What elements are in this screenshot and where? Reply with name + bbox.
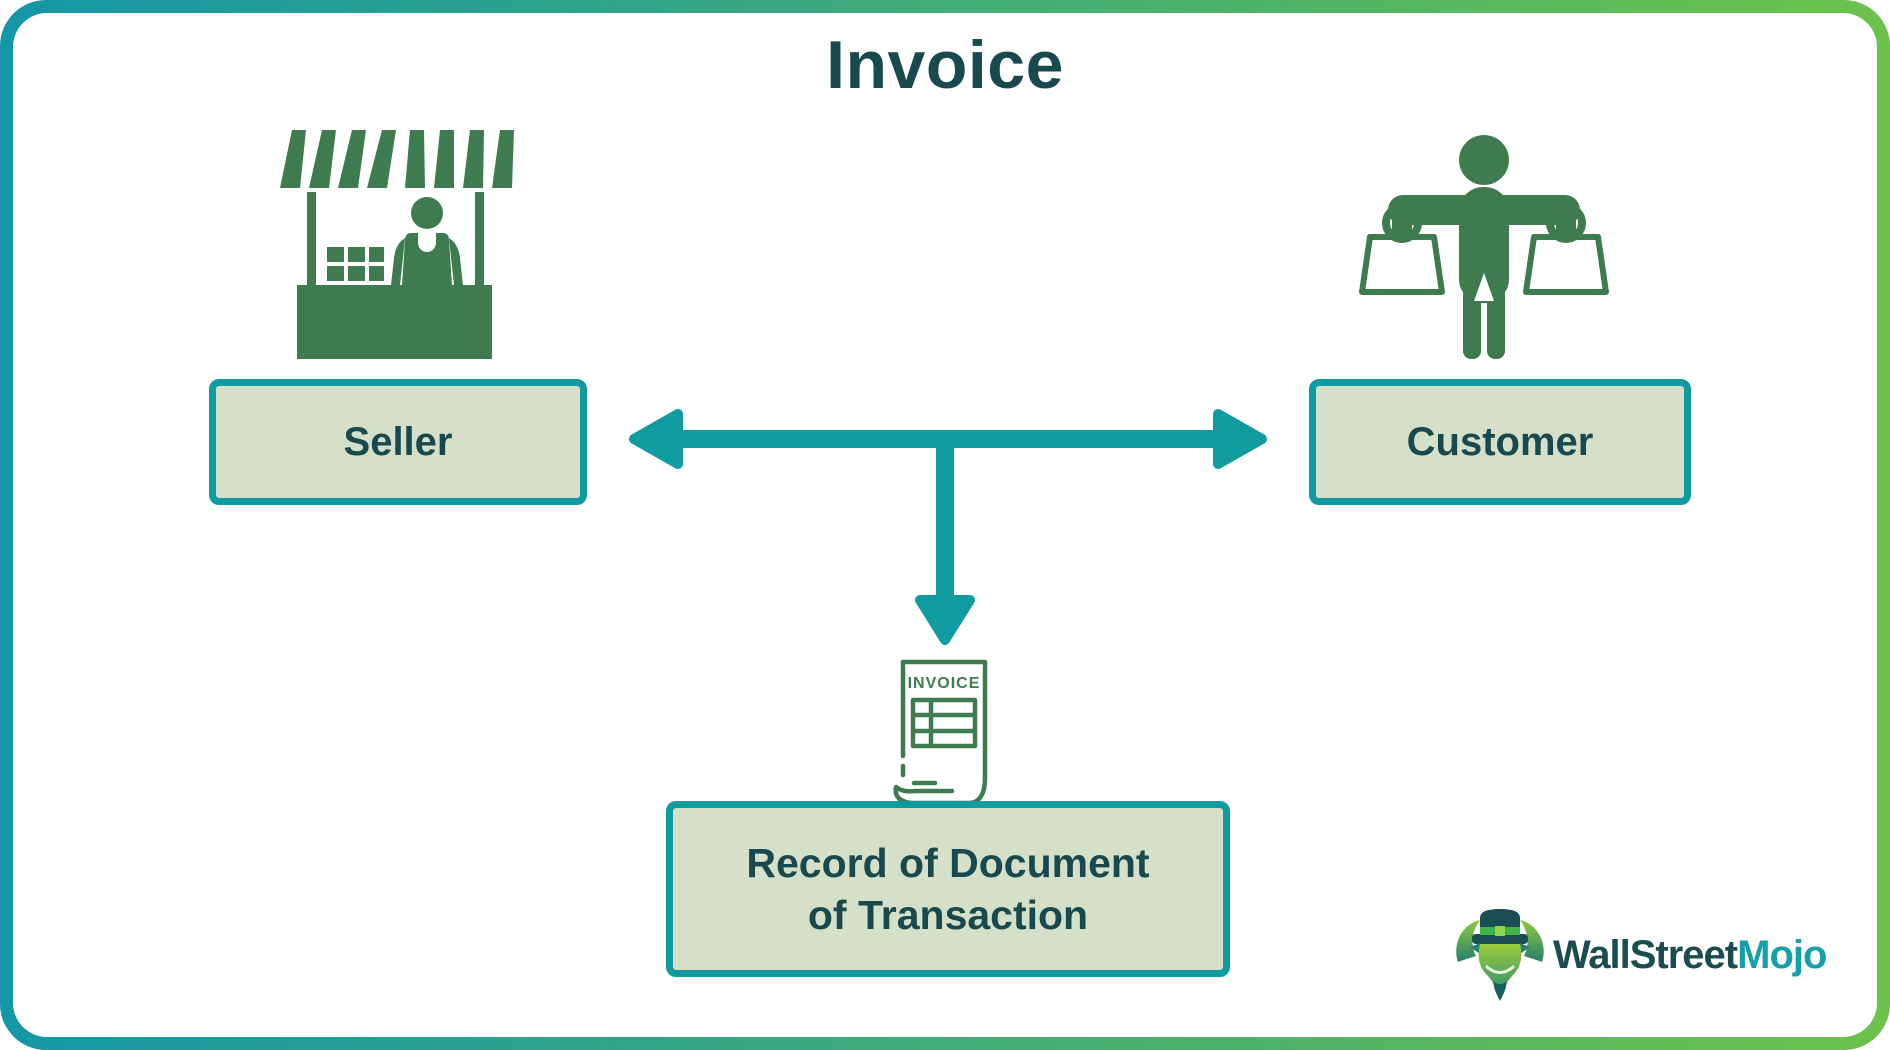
- logo-text-wallstreet: WallStreet: [1553, 933, 1738, 977]
- seller-label: Seller: [343, 419, 453, 464]
- seller-node: Seller: [209, 379, 587, 505]
- logo-text-mojo: Mojo: [1737, 933, 1827, 977]
- bull-mascot-icon: [1456, 909, 1544, 1001]
- wallstreetmojo-logo: WallStreetMojo: [1553, 933, 1827, 978]
- market-stall-icon: [280, 130, 514, 359]
- record-label-line1: Record of Document: [746, 839, 1150, 886]
- double-arrow: [629, 409, 1267, 469]
- invoice-document-icon: INVOICE: [893, 659, 988, 806]
- customer-node: Customer: [1309, 379, 1691, 505]
- down-arrow: [915, 448, 975, 645]
- record-label-line2: of Transaction: [807, 892, 1089, 938]
- invoice-heading: INVOICE: [908, 675, 981, 692]
- customer-label: Customer: [1406, 419, 1594, 464]
- page-title: Invoice: [826, 27, 1064, 103]
- record-node: Record of Document of Transaction: [666, 801, 1230, 977]
- shopper-icon: [1359, 135, 1609, 359]
